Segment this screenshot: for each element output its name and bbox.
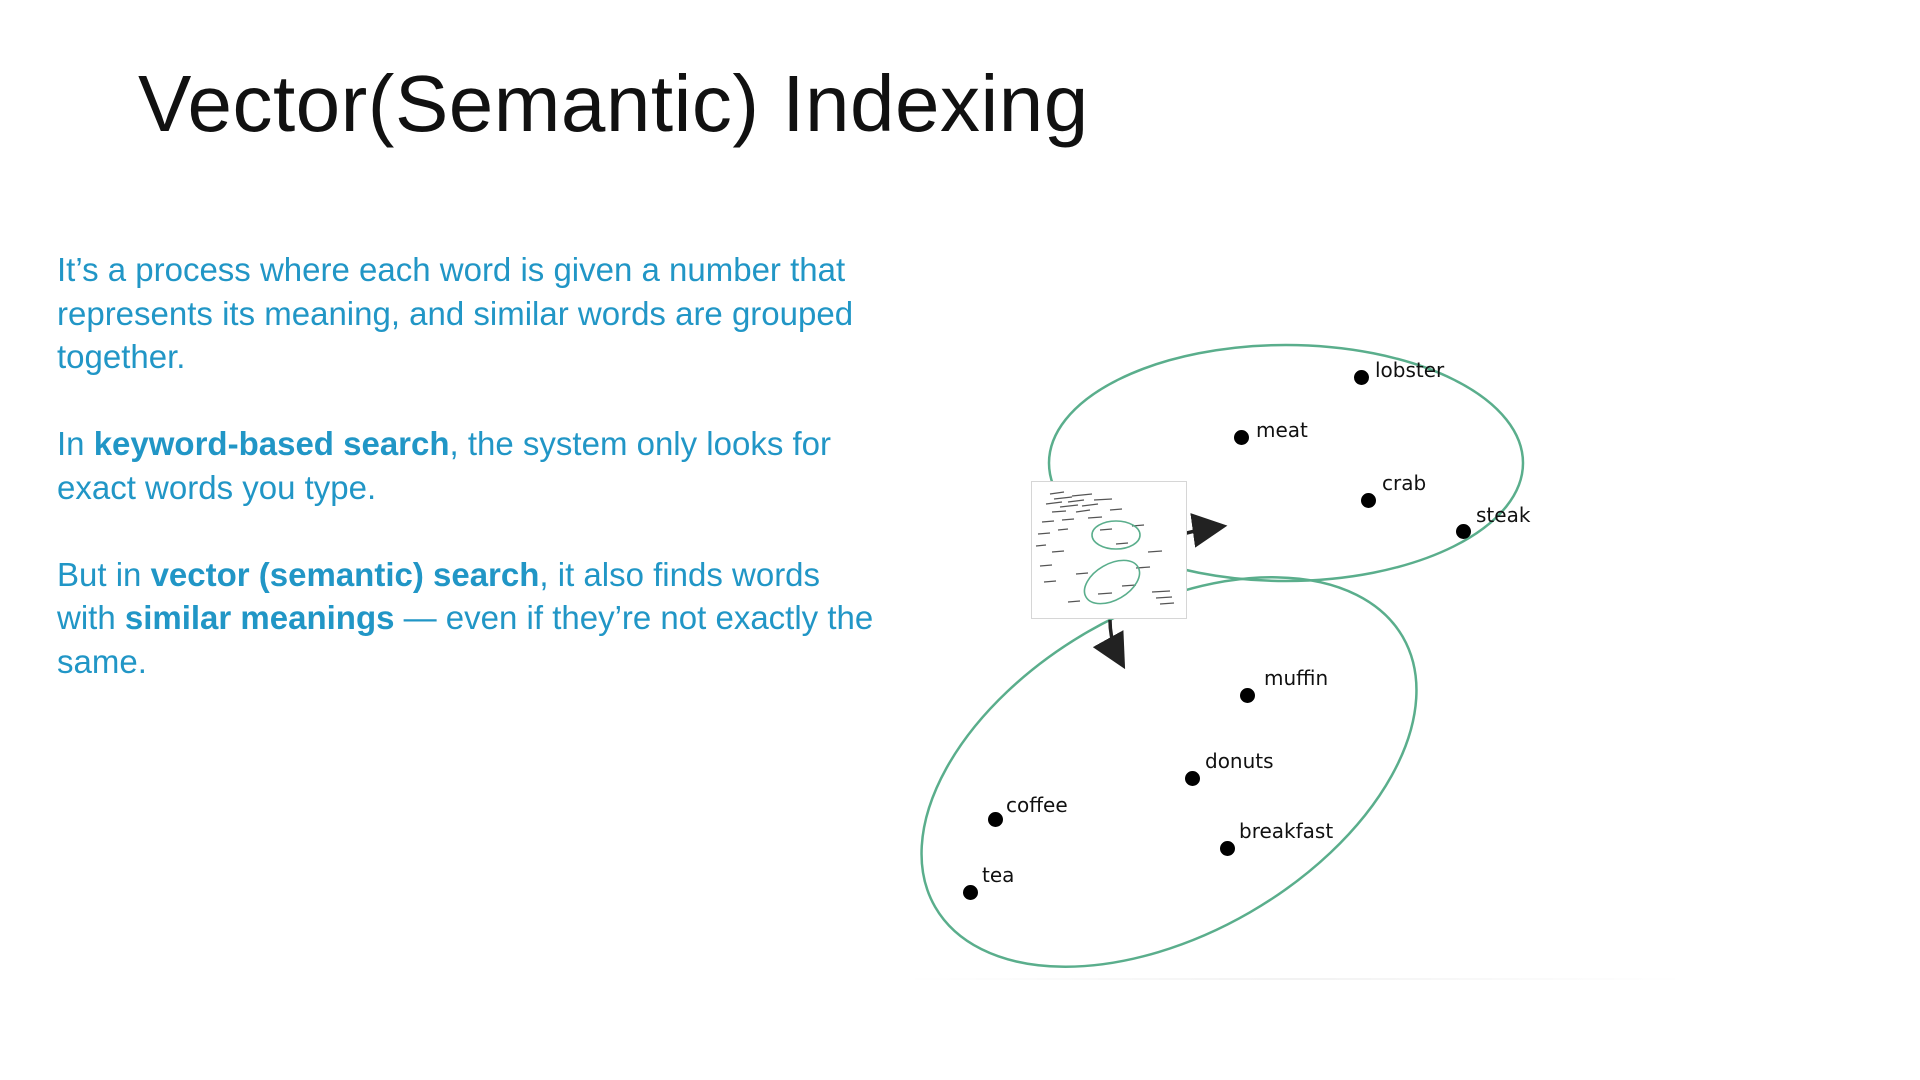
bold-vector-semantic-search: vector (semantic) search — [150, 555, 540, 593]
text-fragment: But in — [57, 555, 151, 593]
word-label-steak: steak — [1476, 503, 1531, 527]
paragraph-vector-search: But in vector (semantic) search, it also… — [57, 553, 887, 684]
word-label-meat: meat — [1256, 418, 1308, 442]
paragraph-keyword-search: In keyword-based search, the system only… — [57, 422, 887, 509]
word-label-muffin: muffin — [1264, 666, 1329, 690]
word-point-dot — [1456, 524, 1471, 539]
body-text: It’s a process where each word is given … — [57, 248, 887, 727]
text-fragment: — even if they’re not exactly the same. — [57, 599, 874, 680]
cluster-bottom-ellipse — [920, 576, 1418, 968]
word-point-dot — [1234, 430, 1249, 445]
bold-keyword-based-search: keyword-based search — [93, 425, 450, 462]
mini-scatter-thumbnail — [1031, 481, 1187, 619]
word-label-crab: crab — [1382, 471, 1427, 495]
cluster-top-ellipse — [1047, 343, 1525, 583]
word-embedding-diagram: lobster meat crab steak muffin donuts co… — [900, 330, 1700, 990]
word-point-dot — [1185, 771, 1200, 786]
paragraph-definition: It’s a process where each word is given … — [57, 251, 854, 375]
word-point-dot — [1361, 493, 1376, 508]
word-point-dot — [963, 885, 978, 900]
text-fragment: , the system only looks for exact words … — [57, 425, 832, 506]
word-label-tea: tea — [982, 863, 1015, 887]
bold-similar-meanings: similar meanings — [124, 599, 395, 636]
word-point-dot — [1220, 841, 1235, 856]
word-point-dot — [1354, 370, 1369, 385]
word-label-breakfast: breakfast — [1239, 819, 1334, 843]
word-label-lobster: lobster — [1375, 358, 1445, 382]
text-fragment: , it also finds words with — [57, 555, 821, 637]
diagram-baseline — [900, 978, 1690, 980]
word-point-dot — [988, 812, 1003, 827]
word-label-donuts: donuts — [1205, 749, 1274, 773]
text-fragment: In — [57, 425, 94, 462]
arrow-to-bottom-cluster — [1092, 619, 1126, 670]
word-label-coffee: coffee — [1006, 793, 1068, 817]
page-title: Vector(Semantic) Indexing — [138, 59, 1089, 148]
word-point-dot — [1240, 688, 1255, 703]
